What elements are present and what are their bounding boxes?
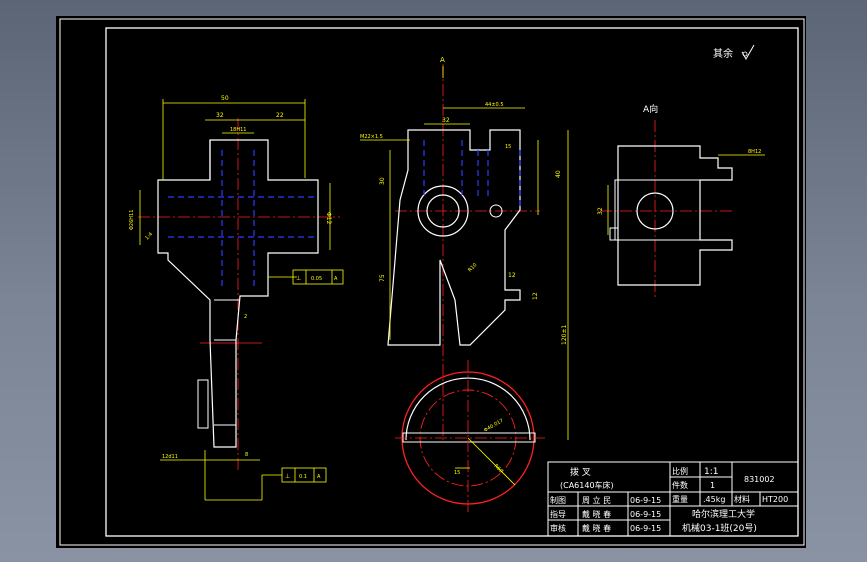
svg-text:32: 32	[442, 117, 450, 124]
svg-text:0.1: 0.1	[299, 474, 307, 480]
svg-text:A向: A向	[643, 103, 658, 115]
svg-text:12: 12	[532, 292, 539, 300]
outer-frame	[59, 18, 805, 546]
svg-text:M22×1.5: M22×1.5	[360, 134, 383, 140]
engineering-drawing: 其余 50 32 22 18H11 Φ26H11 Φ	[59, 18, 805, 546]
svg-text:Φ26H11: Φ26H11	[129, 210, 135, 230]
title-block	[547, 461, 799, 537]
svg-text:审核: 审核	[550, 523, 566, 533]
machine-name: (CA6140车床)	[560, 480, 614, 490]
svg-text:周 立 民: 周 立 民	[582, 495, 611, 505]
svg-text:A: A	[317, 474, 321, 480]
svg-text:32: 32	[216, 112, 224, 119]
svg-text:06-9-15: 06-9-15	[630, 496, 661, 505]
svg-text:HT200: HT200	[762, 495, 788, 504]
svg-text:15: 15	[454, 470, 460, 476]
right-view: A向 32 8H12	[597, 103, 765, 300]
part-name: 拨 叉	[570, 466, 591, 478]
svg-text:其余: 其余	[713, 47, 733, 60]
svg-text:Φ40.017: Φ40.017	[483, 418, 505, 434]
svg-text:⊥: ⊥	[296, 275, 301, 282]
middle-view: A 44±0.5 32 M22×1.5 15 30 75 40 120±1 12…	[360, 56, 569, 512]
svg-text:Φ12: Φ12	[325, 212, 332, 225]
svg-text:A: A	[334, 276, 338, 282]
svg-text:重量: 重量	[672, 494, 688, 504]
inner-frame	[105, 27, 799, 537]
svg-text:比例: 比例	[672, 466, 688, 476]
svg-text:材料: 材料	[734, 494, 750, 504]
drawing-number: 831002	[744, 475, 775, 484]
svg-text:40: 40	[555, 170, 562, 178]
left-view: 50 32 22 18H11 Φ26H11 Φ12 1:4 ⊥ 0.05 A 1…	[129, 95, 344, 501]
svg-text:30: 30	[379, 177, 386, 185]
svg-text:44±0.5: 44±0.5	[485, 102, 504, 108]
svg-text:.45kg: .45kg	[703, 495, 725, 504]
svg-text:18H11: 18H11	[230, 127, 246, 133]
svg-text:指导: 指导	[550, 509, 566, 519]
svg-text:15: 15	[505, 144, 511, 150]
svg-text:制图: 制图	[550, 495, 566, 505]
svg-text:1: 1	[710, 481, 715, 490]
svg-text:120±1: 120±1	[561, 325, 568, 345]
svg-text:0.05: 0.05	[311, 276, 322, 282]
svg-text:22: 22	[276, 112, 284, 119]
svg-text:12d11: 12d11	[162, 454, 178, 460]
svg-text:1:1: 1:1	[704, 467, 718, 477]
svg-text:件数: 件数	[672, 480, 688, 490]
svg-text:75: 75	[379, 274, 386, 282]
svg-text:12: 12	[508, 272, 516, 279]
svg-text:06-9-15: 06-9-15	[630, 510, 661, 519]
svg-text:A: A	[440, 56, 445, 64]
drawing-viewport[interactable]: 其余 50 32 22 18H11 Φ26H11 Φ	[56, 16, 806, 548]
svg-text:8H12: 8H12	[748, 149, 761, 155]
svg-text:06-9-15: 06-9-15	[630, 524, 661, 533]
svg-text:戴 晓 春: 戴 晓 春	[582, 509, 611, 519]
roughness-note: 其余	[713, 44, 755, 61]
school-name: 哈尔滨理工大学	[692, 508, 755, 520]
svg-text:32: 32	[597, 207, 604, 215]
svg-text:R60: R60	[493, 463, 504, 474]
svg-text:R10: R10	[467, 262, 478, 273]
svg-text:2: 2	[244, 314, 247, 320]
title-block-text: 拨 叉 (CA6140车床) 比例 1:1 831002 件数 1 重量 .45…	[550, 466, 788, 534]
svg-text:⊥: ⊥	[285, 473, 290, 480]
svg-text:50: 50	[221, 95, 229, 102]
class-name: 机械03-1班(20号)	[682, 522, 757, 534]
svg-text:戴 晓 春: 戴 晓 春	[582, 523, 611, 533]
svg-text:1:4: 1:4	[144, 231, 154, 241]
svg-text:8: 8	[245, 452, 248, 458]
